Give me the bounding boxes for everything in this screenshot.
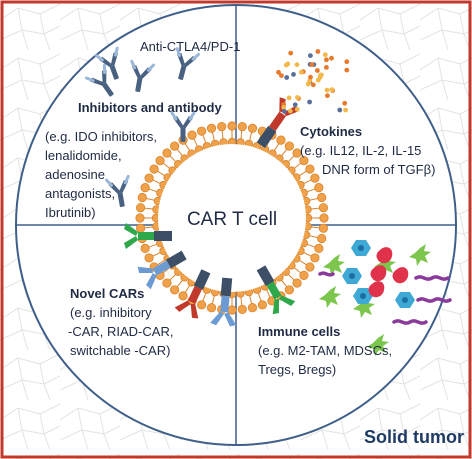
novel-cars-line-3: switchable -CAR) <box>70 343 170 358</box>
inhibitors-line-5: Ibrutinib) <box>45 205 96 220</box>
red-receptor-bottom <box>174 269 211 319</box>
car-t-cell-interior <box>158 144 306 292</box>
immune-cells-line-1: (e.g. M2-TAM, MDSCs, <box>258 343 392 358</box>
inhibitors-line-4: antagonists, <box>45 186 115 201</box>
immune-cells-line-2: Tregs, Bregs) <box>258 362 336 377</box>
cytokines-title: Cytokines <box>300 124 362 139</box>
green-receptor-bottom-right <box>256 265 296 315</box>
car-t-cell-label: CAR T cell <box>187 209 277 230</box>
cytokines-line-1: (e.g. IL12, IL-2, IL-15 <box>300 143 421 158</box>
cytokines-line-2: DNR form of TGFβ) <box>322 162 435 177</box>
inhibitors-line-1: (e.g. IDO inhibitors, <box>45 129 157 144</box>
cytokine-dots <box>276 49 350 114</box>
novel-cars-line-1: (e.g. inhibitory <box>70 305 152 320</box>
inhibitors-line-2: lenalidomide, <box>45 148 122 163</box>
immune-cell-icons <box>318 240 452 356</box>
inhibitors-title: Inhibitors and antibody <box>78 100 222 115</box>
novel-cars-title: Novel CARs <box>70 286 144 301</box>
novel-cars-line-2: -CAR, RIAD-CAR, <box>68 324 173 339</box>
blue-receptor-left <box>137 250 187 290</box>
blue-receptor-bottom <box>210 277 237 327</box>
antibody-icons <box>84 46 201 208</box>
green-receptor-left <box>124 223 172 249</box>
solid-tumor-label: Solid tumor <box>364 427 464 447</box>
inhibitors-line-3: adenosine <box>45 167 105 182</box>
membrane-receptors <box>124 97 300 327</box>
immune-cells-title: Immune cells <box>258 324 340 339</box>
anti-ctla4-pd1-label: Anti-CTLA4/PD-1 <box>140 39 240 54</box>
